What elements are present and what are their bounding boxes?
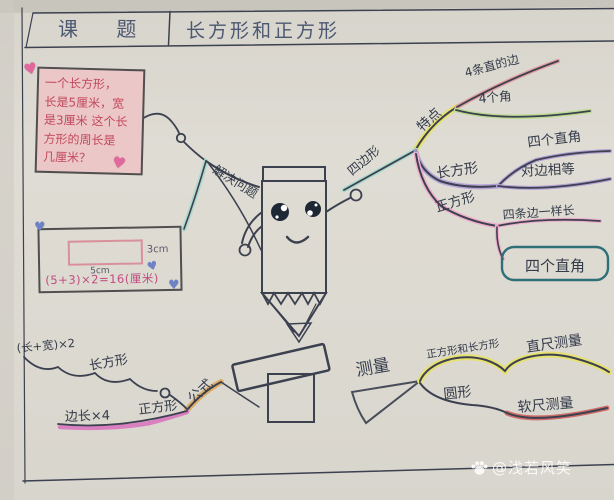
pencil-face xyxy=(271,201,321,244)
watermark-handle: @浅若风笑 xyxy=(492,459,573,477)
paw-icon xyxy=(471,461,488,475)
pedestal-block xyxy=(267,373,315,423)
pencil-body xyxy=(261,180,327,294)
pedestal-sign xyxy=(231,342,331,393)
branch-measure: 测量 正方形和长方形 直尺测量 圆形 软尺测量 xyxy=(350,331,612,425)
left-eye xyxy=(271,203,289,221)
label-circle: 圆形 xyxy=(443,384,473,403)
heart-icon: ♥ xyxy=(168,278,180,293)
label-rectangle-perimeter-formula: (长+宽)×2 xyxy=(16,336,76,355)
label-formula-rectangle: 长方形 xyxy=(88,351,129,374)
label-tape-measure: 软尺测量 xyxy=(517,395,574,416)
note-line: 一个长方形， xyxy=(44,75,118,92)
label-formula: 公式 xyxy=(185,376,217,407)
pencil-eraser-band xyxy=(262,166,326,182)
pencil-tip xyxy=(285,322,313,344)
example-box: 5cm 3cm (5+3)×2=16(厘米) xyxy=(37,225,183,294)
pencil-wood xyxy=(259,292,328,338)
branch-formulas: 公式 长方形 (长+宽)×2 正方形 边长×4 xyxy=(16,336,260,431)
problem-note: 一个长方形， 长是5厘米，宽 是3厘米 这个长 方形的周长是 几厘米？ xyxy=(34,66,146,176)
example-rectangle xyxy=(67,239,144,266)
label-features: 特点 xyxy=(414,105,445,135)
note-line: 长是5厘米，宽 xyxy=(44,94,125,111)
label-four-straight-edges: 4条直的边 xyxy=(463,51,521,80)
note-line: 方形的周长是 xyxy=(43,131,116,148)
label-four-corners: 4个角 xyxy=(478,88,512,106)
heart-icon: ♥ xyxy=(34,220,46,235)
right-eye xyxy=(305,201,321,217)
height-label: 3cm xyxy=(146,243,169,256)
note-line: 是3厘米 这个长 xyxy=(43,112,128,129)
watermark: @浅若风笑 xyxy=(470,457,572,478)
label-square-right-angles: 四个直角 xyxy=(525,257,585,275)
pencil-mascot xyxy=(231,166,363,423)
label-formula-square: 正方形 xyxy=(138,397,179,418)
subject-label: 课 题 xyxy=(58,17,153,41)
label-opposite-sides-equal: 对边相等 xyxy=(520,160,575,180)
smile xyxy=(285,235,310,244)
label-square-perimeter-formula: 边长×4 xyxy=(65,408,111,425)
perimeter-calculation: (5+3)×2=16(厘米) xyxy=(45,271,159,288)
label-rectangle: 长方形 xyxy=(435,160,479,182)
right-hand xyxy=(349,188,363,202)
label-measure: 测量 xyxy=(354,355,391,381)
left-hand xyxy=(238,243,252,257)
label-rectangle-right-angles: 四个直角 xyxy=(527,129,583,151)
lesson-title: 长方形和正方形 xyxy=(186,20,341,42)
label-solve-problems: 解决问题 xyxy=(210,162,261,201)
square-right-angles-box xyxy=(500,245,610,282)
label-four-equal-sides: 四条边一样长 xyxy=(502,202,575,222)
branch-shapes: 四边形 长方形 四个直角 对边相等 正方形 四条边一样长 四个直角 xyxy=(341,129,612,282)
